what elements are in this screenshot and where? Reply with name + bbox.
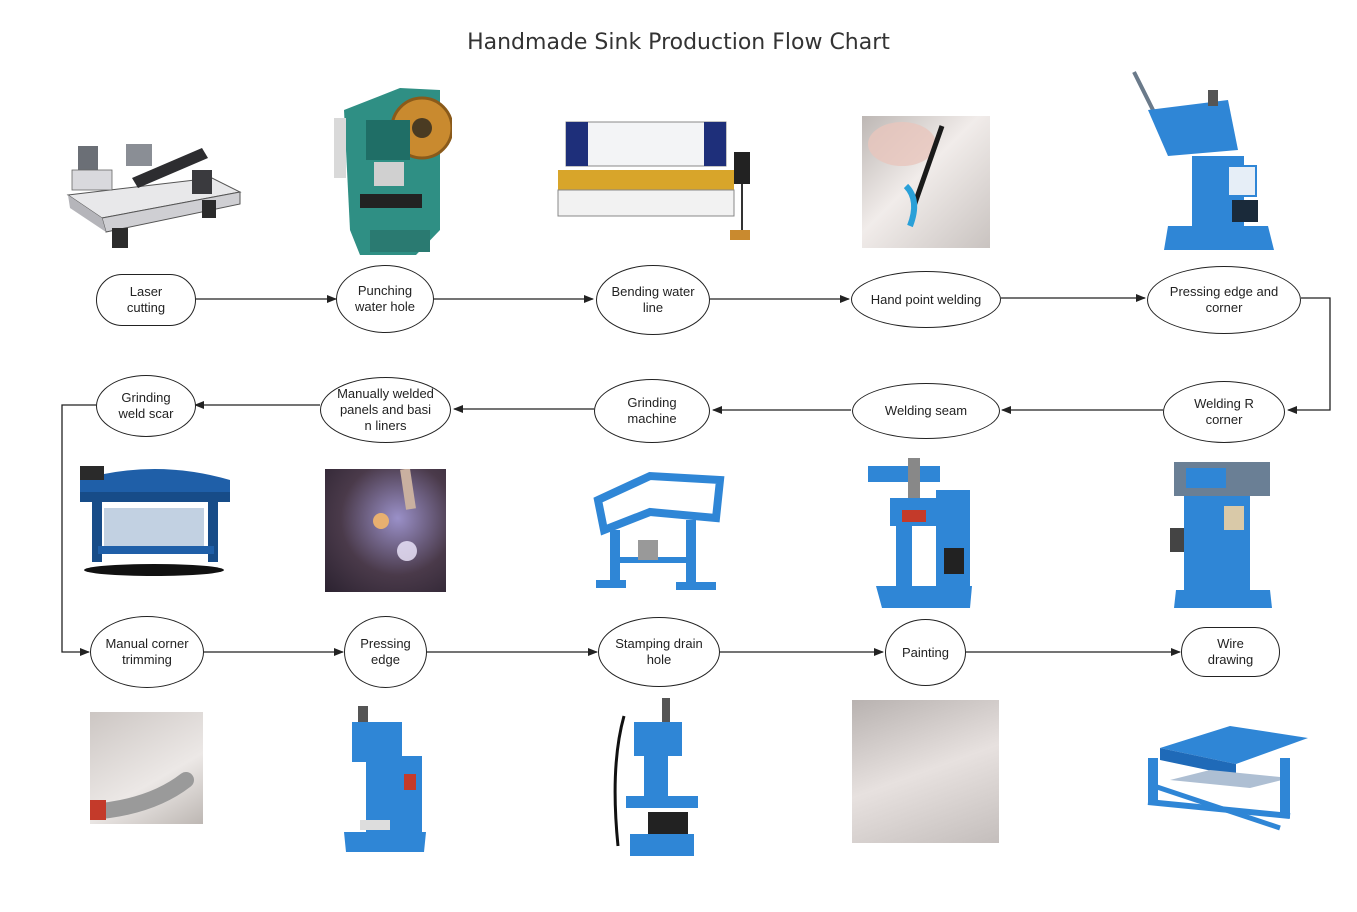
step-hand-point-welding: Hand point welding — [851, 271, 1001, 328]
corner-trimming-photo — [90, 712, 203, 824]
step-grinding-weld-scar: Grinding weld scar — [96, 375, 196, 437]
step-welding-r-corner: Welding R corner — [1163, 381, 1285, 443]
seam-welder-image — [868, 458, 972, 608]
painting-photo — [852, 700, 999, 843]
arrow-s10-s11 — [61, 404, 96, 656]
step-laser-cutting: Laser cutting — [96, 274, 196, 326]
punch-press-image — [334, 88, 452, 255]
laser-cutting-machine-image — [66, 144, 242, 248]
drain-hole-stamping-image — [613, 698, 698, 856]
edge-pressing-image — [344, 706, 426, 852]
page-title: Handmade Sink Production Flow Chart — [467, 30, 890, 55]
press-brake-image — [557, 121, 750, 240]
hand-welding-photo — [862, 116, 990, 248]
step-punching-water-hole: Punching water hole — [336, 265, 434, 333]
manual-welding-photo — [325, 469, 446, 592]
arrow-s5-s6 — [1287, 297, 1331, 414]
grinding-machine-image — [593, 471, 725, 590]
wire-drawing-machine-image — [1147, 726, 1308, 831]
step-manually-welded-panels: Manually welded panels and basi n liners — [320, 377, 451, 443]
step-grinding-machine: Grinding machine — [594, 379, 710, 443]
step-wire-drawing: Wire drawing — [1181, 627, 1280, 677]
step-stamping-drain-hole: Stamping drain hole — [598, 617, 720, 687]
step-welding-seam: Welding seam — [852, 383, 1000, 439]
step-pressing-edge-and-corner: Pressing edge and corner — [1147, 266, 1301, 334]
r-corner-welder-image — [1170, 462, 1272, 608]
edge-pressing-machine-image — [1132, 71, 1274, 250]
weld-scar-grinder-image — [80, 466, 230, 576]
step-bending-water-line: Bending water line — [596, 265, 710, 335]
step-painting: Painting — [885, 619, 966, 686]
step-manual-corner-trimming: Manual corner trimming — [90, 616, 204, 688]
step-pressing-edge: Pressing edge — [344, 616, 427, 688]
